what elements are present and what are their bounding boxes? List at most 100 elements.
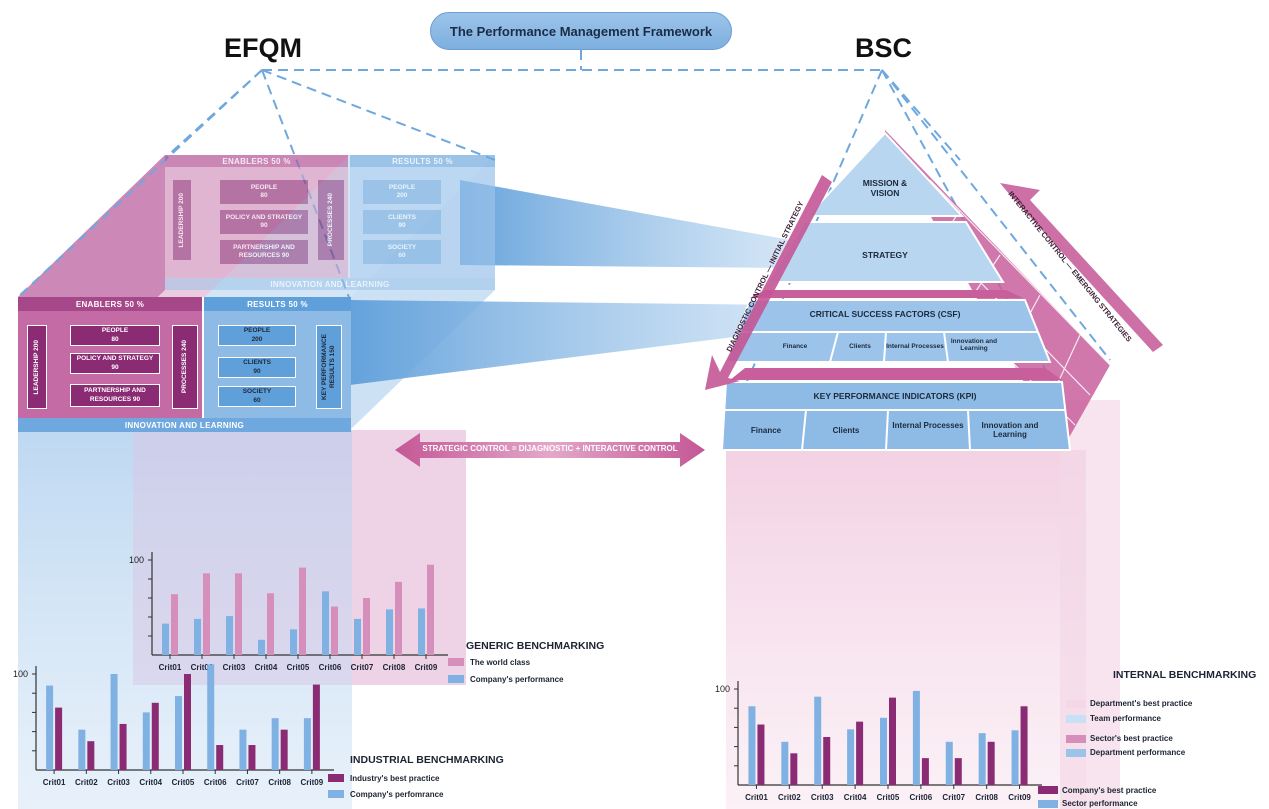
generic-benchmarking-title: GENERIC BENCHMARKING [466,640,605,652]
legend-swatch-company [448,675,464,683]
legend-swatch-company-best [1038,786,1058,794]
industrial-bar-crit04-s1 [151,702,159,770]
internal-bar-crit04-s1 [856,721,864,785]
industrial-bar-crit06-s1 [216,745,224,770]
internal-x-label-crit09: Crit09 [1008,793,1031,802]
generic-bar-crit07-s1 [363,598,370,655]
generic-bar-crit05-s0 [290,629,297,655]
strategic-control-arrow [395,433,705,467]
generic-bar-crit01-s1 [171,594,178,655]
innovation-footer-back: INNOVATION AND LEARNING [165,278,495,290]
industrial-x-label-crit02: Crit02 [75,778,98,787]
internal-x-label-crit06: Crit06 [910,793,933,802]
internal-x-label-crit02: Crit02 [778,793,801,802]
legend-swatch-company2 [328,790,344,798]
industrial-bar-crit09-s0 [303,718,311,770]
industrial-bar-crit06-s0 [207,664,215,770]
industrial-x-label-crit07: Crit07 [236,778,259,787]
internal-y-tick-label: 100 [715,684,730,694]
efqm-panel: ENABLERS 50 % RESULTS 50 % LEADERSHIP 20… [18,297,351,432]
industrial-bar-crit05-s1 [184,674,191,770]
generic-bar-crit06-s1 [331,606,338,655]
generic-x-label-crit06: Crit06 [319,663,342,672]
internal-bar-crit01-s0 [748,706,756,785]
generic-x-label-crit08: Crit08 [383,663,406,672]
generic-bar-crit09-s0 [418,608,425,655]
legend-team-performance: Team performance [1090,714,1161,723]
industrial-bar-crit02-s0 [78,729,86,770]
kpi-clients: Clients [832,426,860,435]
industrial-y-tick-label: 100 [13,669,28,679]
generic-x-label-crit01: Crit01 [159,663,182,672]
generic-bar-crit02-s1 [203,573,210,655]
internal-x-label-crit07: Crit07 [942,793,965,802]
generic-x-label-crit07: Crit07 [351,663,374,672]
results-header: RESULTS 50 % [204,297,351,311]
internal-bar-crit02-s1 [790,753,798,785]
diagnostic-control-arrow [705,175,832,390]
strategic-control-label: STRATEGIC CONTROL = DIJAGNOSTIC + INTERA… [422,444,678,453]
kpi-innovation: Innovation and Learning [981,421,1039,439]
generic-bar-crit08-s1 [395,581,402,655]
generic-x-label-crit05: Crit05 [287,663,310,672]
generic-bar-crit09-s1 [427,564,434,655]
efqm-label: EFQM [224,33,302,63]
industrial-bar-crit09-s1 [312,684,320,770]
legend-sector-performance: Sector performance [1062,799,1138,808]
legend-company-best: Company's best practice [1062,786,1157,795]
legend-company-perfomrance: Company's perfomrance [350,790,444,799]
legend-industry-best: Industry's best practice [350,774,440,783]
mission-vision-label: MISSION &VISION [862,178,908,198]
legend-swatch-dept-perf [1066,749,1086,757]
internal-bar-crit03-s0 [814,696,822,785]
internal-bar-crit08-s1 [987,741,995,785]
kpi-finance: Finance [750,426,782,435]
internal-bar-crit05-s0 [880,717,887,785]
generic-bar-crit03-s0 [226,616,233,655]
industrial-bar-crit05-s0 [175,696,182,770]
industrial-bar-crit07-s0 [239,729,247,770]
internal-x-label-crit03: Crit03 [811,793,834,802]
industrial-bar-crit02-s1 [87,741,95,770]
interactive-control-arrow [1000,183,1163,352]
generic-bar-crit03-s1 [235,573,242,655]
enablers-header-back: ENABLERS 50 % [165,155,348,167]
internal-bar-crit01-s1 [757,724,765,785]
industrial-x-label-crit09: Crit09 [301,778,324,787]
industrial-bar-crit03-s0 [110,674,118,770]
industrial-bar-crit03-s1 [119,723,127,770]
generic-x-label-crit02: Crit02 [191,663,214,672]
legend-swatch-dept-best [1066,700,1086,708]
generic-bar-crit07-s0 [354,618,361,655]
generic-bar-crit01-s0 [162,623,169,655]
internal-bar-crit03-s1 [823,737,831,785]
legend-swatch-sector-perf [1038,800,1058,808]
generic-x-label-crit04: Crit04 [255,663,278,672]
industrial-x-label-crit06: Crit06 [204,778,227,787]
internal-x-label-crit05: Crit05 [877,793,900,802]
industrial-bar-crit07-s1 [248,745,256,770]
internal-bar-crit07-s1 [954,758,962,785]
legend-swatch-world-class [448,658,464,666]
internal-bar-crit09-s0 [1011,730,1019,785]
legend-sector-best: Sector's best practice [1090,734,1173,743]
legend-department-performance: Department performance [1090,748,1186,757]
generic-x-label-crit09: Crit09 [415,663,438,672]
internal-benchmarking-title: INTERNAL BENCHMARKING [1113,669,1257,681]
internal-x-label-crit08: Crit08 [975,793,998,802]
csf-innovation: Innovation and Learning [950,338,998,352]
internal-bar-crit07-s0 [945,741,953,785]
generic-y-tick-label: 100 [129,555,144,565]
generic-bar-crit08-s0 [386,609,393,655]
industrial-bar-crit01-s1 [55,707,63,770]
csf-finance: Finance [782,343,808,350]
